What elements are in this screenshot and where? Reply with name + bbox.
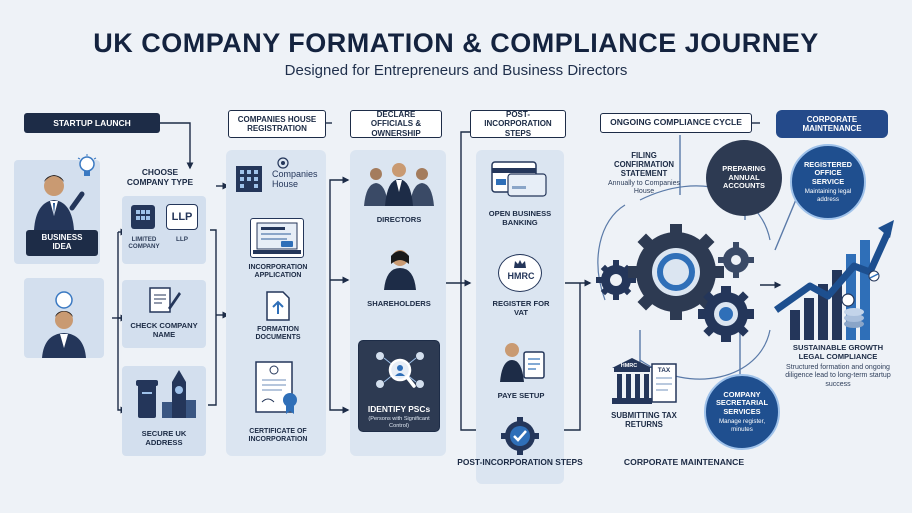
page-title: UK COMPANY FORMATION & COMPLIANCE JOURNE… [93, 28, 819, 58]
tax-small-label: TAX [657, 367, 671, 374]
post-incorporation-footer-label: POST-INCORPORATION STEPS [457, 457, 583, 467]
laptop-form-icon [253, 222, 301, 254]
secure-address-card: SECURE UK ADDRESS [122, 366, 206, 456]
founder-illustration [42, 291, 86, 358]
sustainable-growth-note: Structured formation and ongoing diligen… [785, 364, 891, 388]
hmrc-small-label: HMRC [620, 363, 638, 369]
corporate-maintenance-header: CORPORATE MAINTENANCE [776, 110, 888, 138]
company-secretarial-title: COMPANY SECRETARIAL SERVICES [715, 389, 768, 416]
registered-office-title: REGISTERED OFFICE SERVICE [803, 159, 853, 186]
llp-label: LLP [175, 236, 189, 243]
incorporation-application-card [250, 218, 304, 258]
paye-setup-label: PAYE SETUP [497, 391, 545, 400]
post-incorporation-header: POST-INCORPORATION STEPS [470, 110, 566, 138]
document-pen-icon [148, 286, 182, 314]
magnifier-network-icon [376, 352, 424, 388]
certificate-of-incorporation-label: CERTIFICATE OF INCORPORATION [248, 428, 308, 444]
ongoing-compliance-header: ONGOING COMPLIANCE CYCLE [600, 113, 752, 133]
coin-stack-icon [844, 308, 864, 328]
company-type-card: LLP LIMITED COMPANY LLP [122, 196, 206, 264]
declare-officials-header: DECLARE OFFICIALS & OWNERSHIP [350, 110, 442, 138]
hmrc-tax-building-icon [612, 358, 677, 404]
shareholders-label: SHAREHOLDERS [367, 299, 431, 308]
choose-company-type-label: CHOOSE COMPANY TYPE [126, 167, 194, 187]
preparing-accounts-label: PREPARING ANNUAL ACCOUNTS [722, 164, 766, 191]
upload-document-icon [264, 290, 292, 322]
directors-label: DIRECTORS [376, 215, 422, 224]
companies-house-registration-header: COMPANIES HOUSE REGISTRATION [228, 110, 326, 138]
registered-office-note: Maintaining legal address [804, 188, 852, 203]
gears-illustration [596, 224, 754, 342]
bank-card-icon [491, 161, 547, 197]
founder-card [24, 278, 104, 358]
business-idea-label: BUSINESS IDEA [26, 230, 98, 256]
certificate-icon [254, 360, 302, 416]
corporate-maintenance-footer-label: CORPORATE MAINTENANCE [623, 457, 745, 467]
sustainable-growth-title: SUSTAINABLE GROWTH LEGAL COMPLIANCE [792, 343, 884, 361]
crown-icon [513, 259, 527, 269]
register-for-vat-label: REGISTER FOR VAT [492, 299, 550, 317]
company-secretarial-circle: COMPANY SECRETARIAL SERVICES Manage regi… [704, 374, 780, 450]
formation-documents-label: FORMATION DOCUMENTS [255, 326, 301, 342]
limited-company-icon[interactable] [130, 204, 156, 230]
lightbulb-icon [76, 154, 98, 182]
checkmark-gear-icon [501, 417, 539, 455]
payroll-person-icon [500, 343, 545, 382]
royal-crest-icon [276, 157, 290, 169]
directors-group-illustration [364, 163, 434, 206]
secure-uk-address-label: SECURE UK ADDRESS [141, 429, 187, 447]
registered-office-circle: REGISTERED OFFICE SERVICE Maintaining le… [790, 144, 866, 220]
hmrc-badge-text: HMRC [507, 271, 535, 281]
identify-pscs-label: IDENTIFY PSCs [367, 404, 431, 414]
companies-house-logo-text: Companies House [272, 169, 318, 189]
hmrc-badge: HMRC [498, 254, 542, 292]
postbox-bigben-illustration [136, 370, 196, 418]
pscs-note: (Persons with Significant Control) [368, 416, 430, 429]
llp-badge[interactable]: LLP [166, 204, 198, 230]
page-subtitle: Designed for Entrepreneurs and Business … [284, 62, 628, 79]
startup-launch-header: STARTUP LAUNCH [24, 113, 160, 133]
check-company-name-label: CHECK COMPANY NAME [130, 321, 198, 339]
submitting-tax-returns-label: SUBMITTING TAX RETURNS [611, 411, 677, 429]
gear-bottom-right [698, 286, 754, 342]
open-business-banking-label: OPEN BUSINESS BANKING [488, 209, 552, 227]
company-secretarial-note: Manage register, minutes [718, 418, 766, 433]
limited-company-label: LIMITED COMPANY [128, 236, 160, 251]
filing-confirmation-note: Annually to Companies House [608, 180, 680, 196]
growth-chart-illustration [773, 220, 894, 340]
identify-pscs-card [358, 340, 440, 432]
office-building-icon [234, 160, 264, 192]
preparing-accounts-circle: PREPARING ANNUAL ACCOUNTS [706, 140, 782, 216]
shareholder-illustration [384, 250, 416, 290]
entrepreneur-illustration [34, 175, 85, 230]
small-gear-top-right [718, 242, 754, 278]
check-name-card: CHECK COMPANY NAME [122, 280, 206, 348]
filing-confirmation-title: FILING CONFIRMATION STATEMENT [613, 151, 675, 178]
incorporation-application-label: INCORPORATION APPLICATION [248, 264, 308, 280]
